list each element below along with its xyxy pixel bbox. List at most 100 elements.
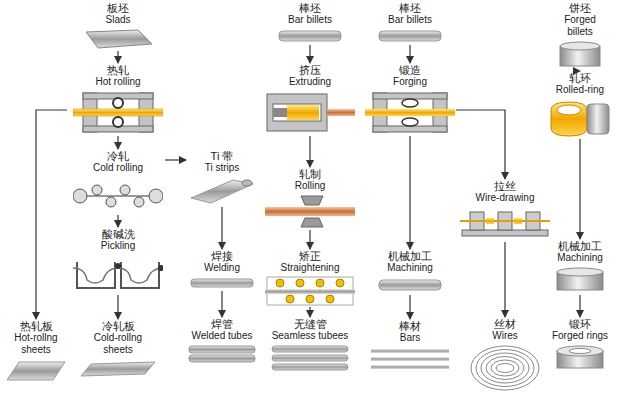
english-label: Rolling xyxy=(295,180,326,192)
picture-part xyxy=(265,207,355,216)
process-step: 丝材Wires xyxy=(469,318,541,392)
flow-arrow xyxy=(409,295,410,319)
seamless-tubes-picture xyxy=(270,344,350,372)
picture-part xyxy=(7,362,65,380)
picture-part xyxy=(306,295,314,303)
picture-part xyxy=(587,104,609,134)
picture-part xyxy=(371,357,449,361)
flow-arrow xyxy=(221,207,222,249)
chinese-label: 矫正 xyxy=(299,250,321,262)
picture-part xyxy=(77,262,115,288)
english-label: Cold rolling xyxy=(93,162,143,174)
english-label: Bars xyxy=(400,332,421,344)
picture-part xyxy=(73,189,87,203)
picture-part xyxy=(373,126,447,132)
chinese-label: 冷轧板 xyxy=(102,320,135,332)
forged-billet-picture xyxy=(556,40,604,70)
picture-part xyxy=(491,360,519,376)
picture-part xyxy=(267,94,327,131)
picture-part xyxy=(92,185,102,195)
english-label: Welded tubes xyxy=(192,330,253,342)
process-step: 冷轧Cold rolling xyxy=(72,150,164,214)
picture-part xyxy=(73,109,163,116)
chinese-label: 锻环 xyxy=(569,318,591,330)
picture-part xyxy=(272,346,348,352)
picture-part xyxy=(301,218,323,227)
picture-part xyxy=(371,349,449,353)
english-label: Slads xyxy=(105,14,130,26)
picture-part xyxy=(551,102,587,136)
english-label: Forging xyxy=(393,76,427,88)
picture-part xyxy=(120,185,130,195)
picture-part xyxy=(476,350,534,387)
flow-arrow xyxy=(117,136,118,149)
english-label: Wires xyxy=(492,330,518,342)
english-label: Welding xyxy=(204,262,240,274)
picture-part xyxy=(379,31,441,41)
picture-part xyxy=(189,355,255,362)
process-step: 无缝管Seamless tubees xyxy=(270,318,350,372)
chinese-label: 热轧板 xyxy=(20,320,53,332)
process-step: Ti 带Ti strips xyxy=(187,150,257,206)
chinese-label: 酸碱洗 xyxy=(102,228,135,240)
picture-part xyxy=(316,279,324,287)
ti-strip-picture xyxy=(187,176,257,206)
chinese-label: 冷轧 xyxy=(107,150,129,162)
chinese-label: 棒坯 xyxy=(299,2,321,14)
picture-part xyxy=(296,279,304,287)
picture-part xyxy=(402,118,418,126)
picture-part xyxy=(276,279,284,287)
english-label: Machining xyxy=(557,252,603,264)
picture-part xyxy=(373,93,447,99)
picture-part xyxy=(514,218,522,224)
picture-part xyxy=(273,104,321,121)
flow-arrow xyxy=(456,110,505,179)
chinese-label: Ti 带 xyxy=(211,150,234,162)
machining-part-picture xyxy=(553,266,607,294)
chinese-label: 饼坯 xyxy=(569,2,591,14)
picture-part xyxy=(286,295,294,303)
picture-part xyxy=(365,109,455,116)
flow-arrow xyxy=(409,45,410,63)
hot-rolling-mill xyxy=(73,90,163,135)
picture-part xyxy=(462,230,548,236)
chinese-label: 丝材 xyxy=(494,318,516,330)
wire-coil xyxy=(469,344,541,392)
tube-picture xyxy=(189,276,255,290)
chinese-label: 棒坯 xyxy=(399,2,421,14)
picture-part xyxy=(371,365,449,369)
process-step: 焊接Welding xyxy=(187,250,257,290)
bar-picture xyxy=(377,276,443,294)
sheet-picture xyxy=(79,358,157,380)
picture-part xyxy=(158,265,163,271)
picture-part xyxy=(272,355,348,361)
english-label: Straightening xyxy=(281,262,340,274)
chinese-label: 机械加工 xyxy=(388,250,432,262)
english-label: Hot-rollng sheets xyxy=(4,332,68,356)
process-step: 机械加工Machining xyxy=(550,240,610,294)
slab-picture xyxy=(82,28,154,50)
english-label: Rolled-ring xyxy=(556,84,604,96)
picture-part xyxy=(496,364,514,373)
chinese-label: 焊管 xyxy=(211,318,233,330)
flow-arrow xyxy=(117,51,118,63)
process-step: 锻环Forged rings xyxy=(550,318,610,374)
chinese-label: 板坯 xyxy=(107,2,129,14)
chinese-label: 轧制 xyxy=(299,168,321,180)
forging-press xyxy=(365,90,455,135)
english-label: Extruding xyxy=(289,76,331,88)
english-label: Seamless tubees xyxy=(272,330,349,342)
ring-rolling-picture xyxy=(545,98,615,138)
process-step: 挤压Extruding xyxy=(265,64,355,135)
process-step: 热轧Hot rolling xyxy=(68,64,168,135)
picture-part xyxy=(326,295,334,303)
english-label: Forged billets xyxy=(550,14,610,38)
english-label: Forged rings xyxy=(552,330,608,342)
flow-arrow xyxy=(504,242,505,317)
picture-part xyxy=(121,262,159,288)
straightening-rolls xyxy=(265,276,355,306)
chinese-label: 热轧 xyxy=(107,64,129,76)
chinese-label: 机械加工 xyxy=(558,240,602,252)
picture-part xyxy=(272,364,348,370)
